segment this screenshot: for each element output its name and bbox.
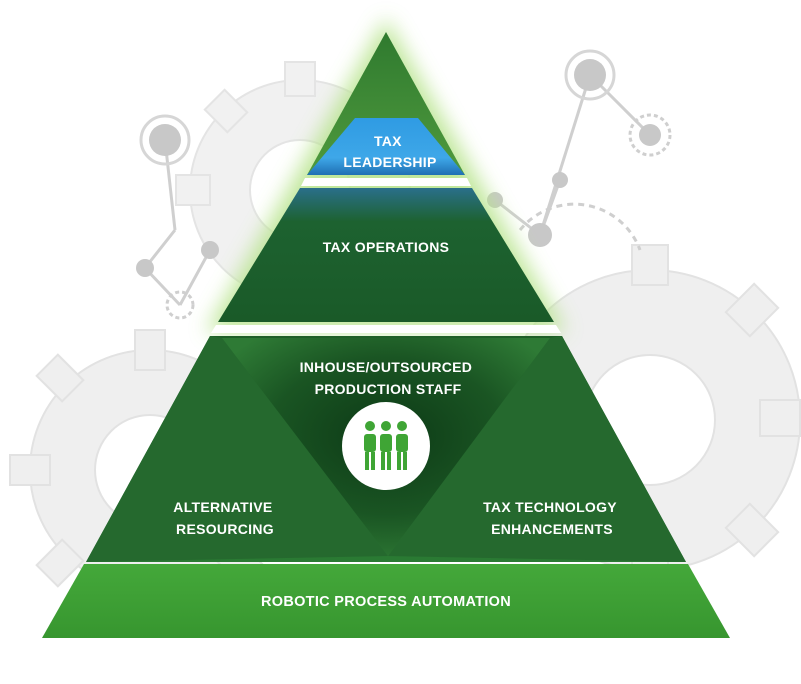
tier-tax-leadership: TAX LEADERSHIP bbox=[307, 32, 465, 175]
tier-label-tax-technology: TAX TECHNOLOGY ENHANCEMENTS bbox=[483, 499, 621, 537]
tier-label-production-staff: INHOUSE/OUTSOURCED PRODUCTION STAFF bbox=[300, 359, 477, 397]
tier-label-alternative-resourcing: ALTERNATIVE RESOURCING bbox=[173, 499, 276, 537]
tier-separator bbox=[211, 325, 561, 333]
tier-robotic-process-automation: ROBOTIC PROCESS AUTOMATION bbox=[42, 564, 730, 638]
tier-label-robotic-process-automation: ROBOTIC PROCESS AUTOMATION bbox=[261, 594, 511, 610]
network-node-icon bbox=[136, 49, 672, 320]
tier-label-tax-operations: TAX OPERATIONS bbox=[323, 239, 450, 255]
tier-tax-technology bbox=[388, 336, 686, 562]
tier-separator bbox=[301, 178, 471, 186]
tier-tax-operations: TAX OPERATIONS bbox=[218, 188, 554, 322]
tier-label-tax-leadership: TAX LEADERSHIP bbox=[343, 133, 436, 170]
tier-alternative-resourcing bbox=[86, 336, 388, 562]
tier-production-staff: INHOUSE/OUTSOURCED PRODUCTION STAFF bbox=[222, 338, 550, 556]
people-group-icon bbox=[342, 402, 430, 490]
